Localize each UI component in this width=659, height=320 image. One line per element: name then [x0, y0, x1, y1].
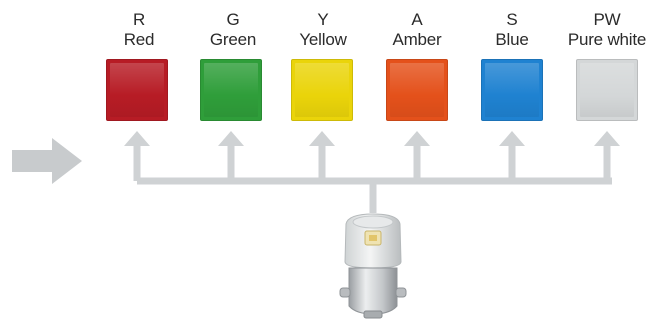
led-bulb-icon: [339, 213, 407, 319]
option-code: S: [506, 10, 518, 29]
option-code: PW: [593, 10, 621, 29]
lens-swatch-amber: [386, 59, 448, 121]
lens-swatch-yellow: [291, 59, 353, 121]
lens-swatch-pure-white: [576, 59, 638, 121]
connector-tree: [133, 143, 612, 213]
option-label-y: Y Yellow: [263, 10, 383, 50]
option-code: R: [132, 10, 146, 29]
option-label-a: A Amber: [357, 10, 477, 50]
option-label-g: G Green: [173, 10, 293, 50]
option-label-pw: PW Pure white: [547, 10, 659, 50]
lens-swatch-green: [200, 59, 262, 121]
option-label-r: R Red: [79, 10, 199, 50]
option-code: G: [226, 10, 240, 29]
option-name: Red: [123, 30, 155, 49]
option-code: A: [411, 10, 423, 29]
option-name: Green: [209, 30, 257, 49]
option-code: Y: [317, 10, 329, 29]
input-arrow-icon: [12, 138, 82, 184]
option-name: Blue: [495, 30, 529, 49]
option-label-s: S Blue: [452, 10, 572, 50]
option-name: Yellow: [299, 30, 347, 49]
option-name: Pure white: [567, 30, 647, 49]
lens-swatch-blue: [481, 59, 543, 121]
lens-swatch-red: [106, 59, 168, 121]
connector-arrow-icon: [124, 131, 620, 146]
option-name: Amber: [392, 30, 442, 49]
